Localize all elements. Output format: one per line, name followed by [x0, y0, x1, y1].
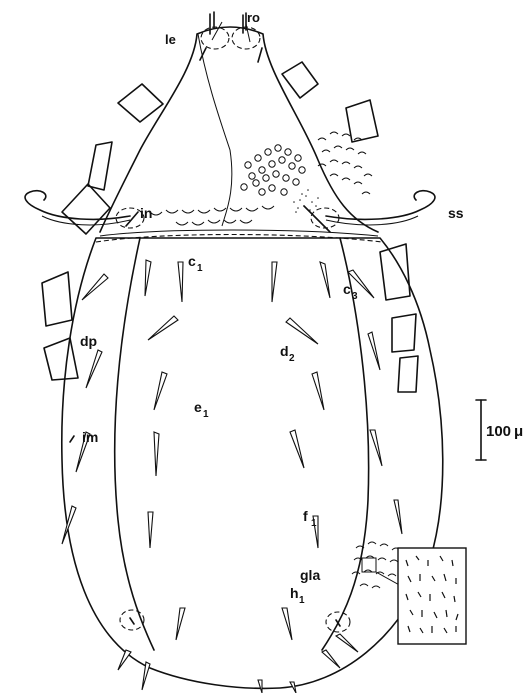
- scale-bar-unit: μ: [514, 423, 523, 440]
- label-gla: gla: [300, 567, 320, 583]
- label-h1: h: [290, 585, 299, 601]
- left-longitudinal-ridge: [115, 238, 154, 650]
- scale-bar: 100 μ: [476, 400, 523, 460]
- label-e1: e: [194, 399, 202, 415]
- label-c1: c: [188, 253, 196, 269]
- label-in: in: [140, 205, 152, 221]
- label-c3-subscript: 3: [352, 291, 358, 302]
- label-d2: d: [280, 343, 289, 359]
- label-c3: c: [343, 281, 351, 297]
- label-ro: ro: [247, 10, 260, 25]
- labels: ro le in ss c 1 c 3 dp d 2 im e 1 f 1 gl…: [80, 10, 464, 606]
- label-c1-subscript: 1: [197, 263, 203, 274]
- label-d2-subscript: 2: [289, 353, 295, 364]
- notogastral-setae: [62, 260, 402, 693]
- prodorsal-sculpture: [150, 132, 372, 225]
- label-f1: f: [303, 508, 308, 524]
- label-f1-subscript: 1: [311, 518, 317, 529]
- label-e1-subscript: 1: [203, 409, 209, 420]
- scale-bar-value: 100: [486, 423, 511, 440]
- stipple-area: [293, 189, 319, 213]
- notogaster-outline: [62, 238, 443, 688]
- right-lateral-flaps: [282, 62, 418, 392]
- label-dp: dp: [80, 333, 97, 349]
- label-h1-subscript: 1: [299, 595, 305, 606]
- label-ss: ss: [448, 205, 464, 221]
- label-le: le: [165, 32, 176, 47]
- right-longitudinal-ridge: [322, 238, 369, 650]
- label-im: im: [82, 429, 98, 445]
- prodorsum-outline: [100, 27, 378, 232]
